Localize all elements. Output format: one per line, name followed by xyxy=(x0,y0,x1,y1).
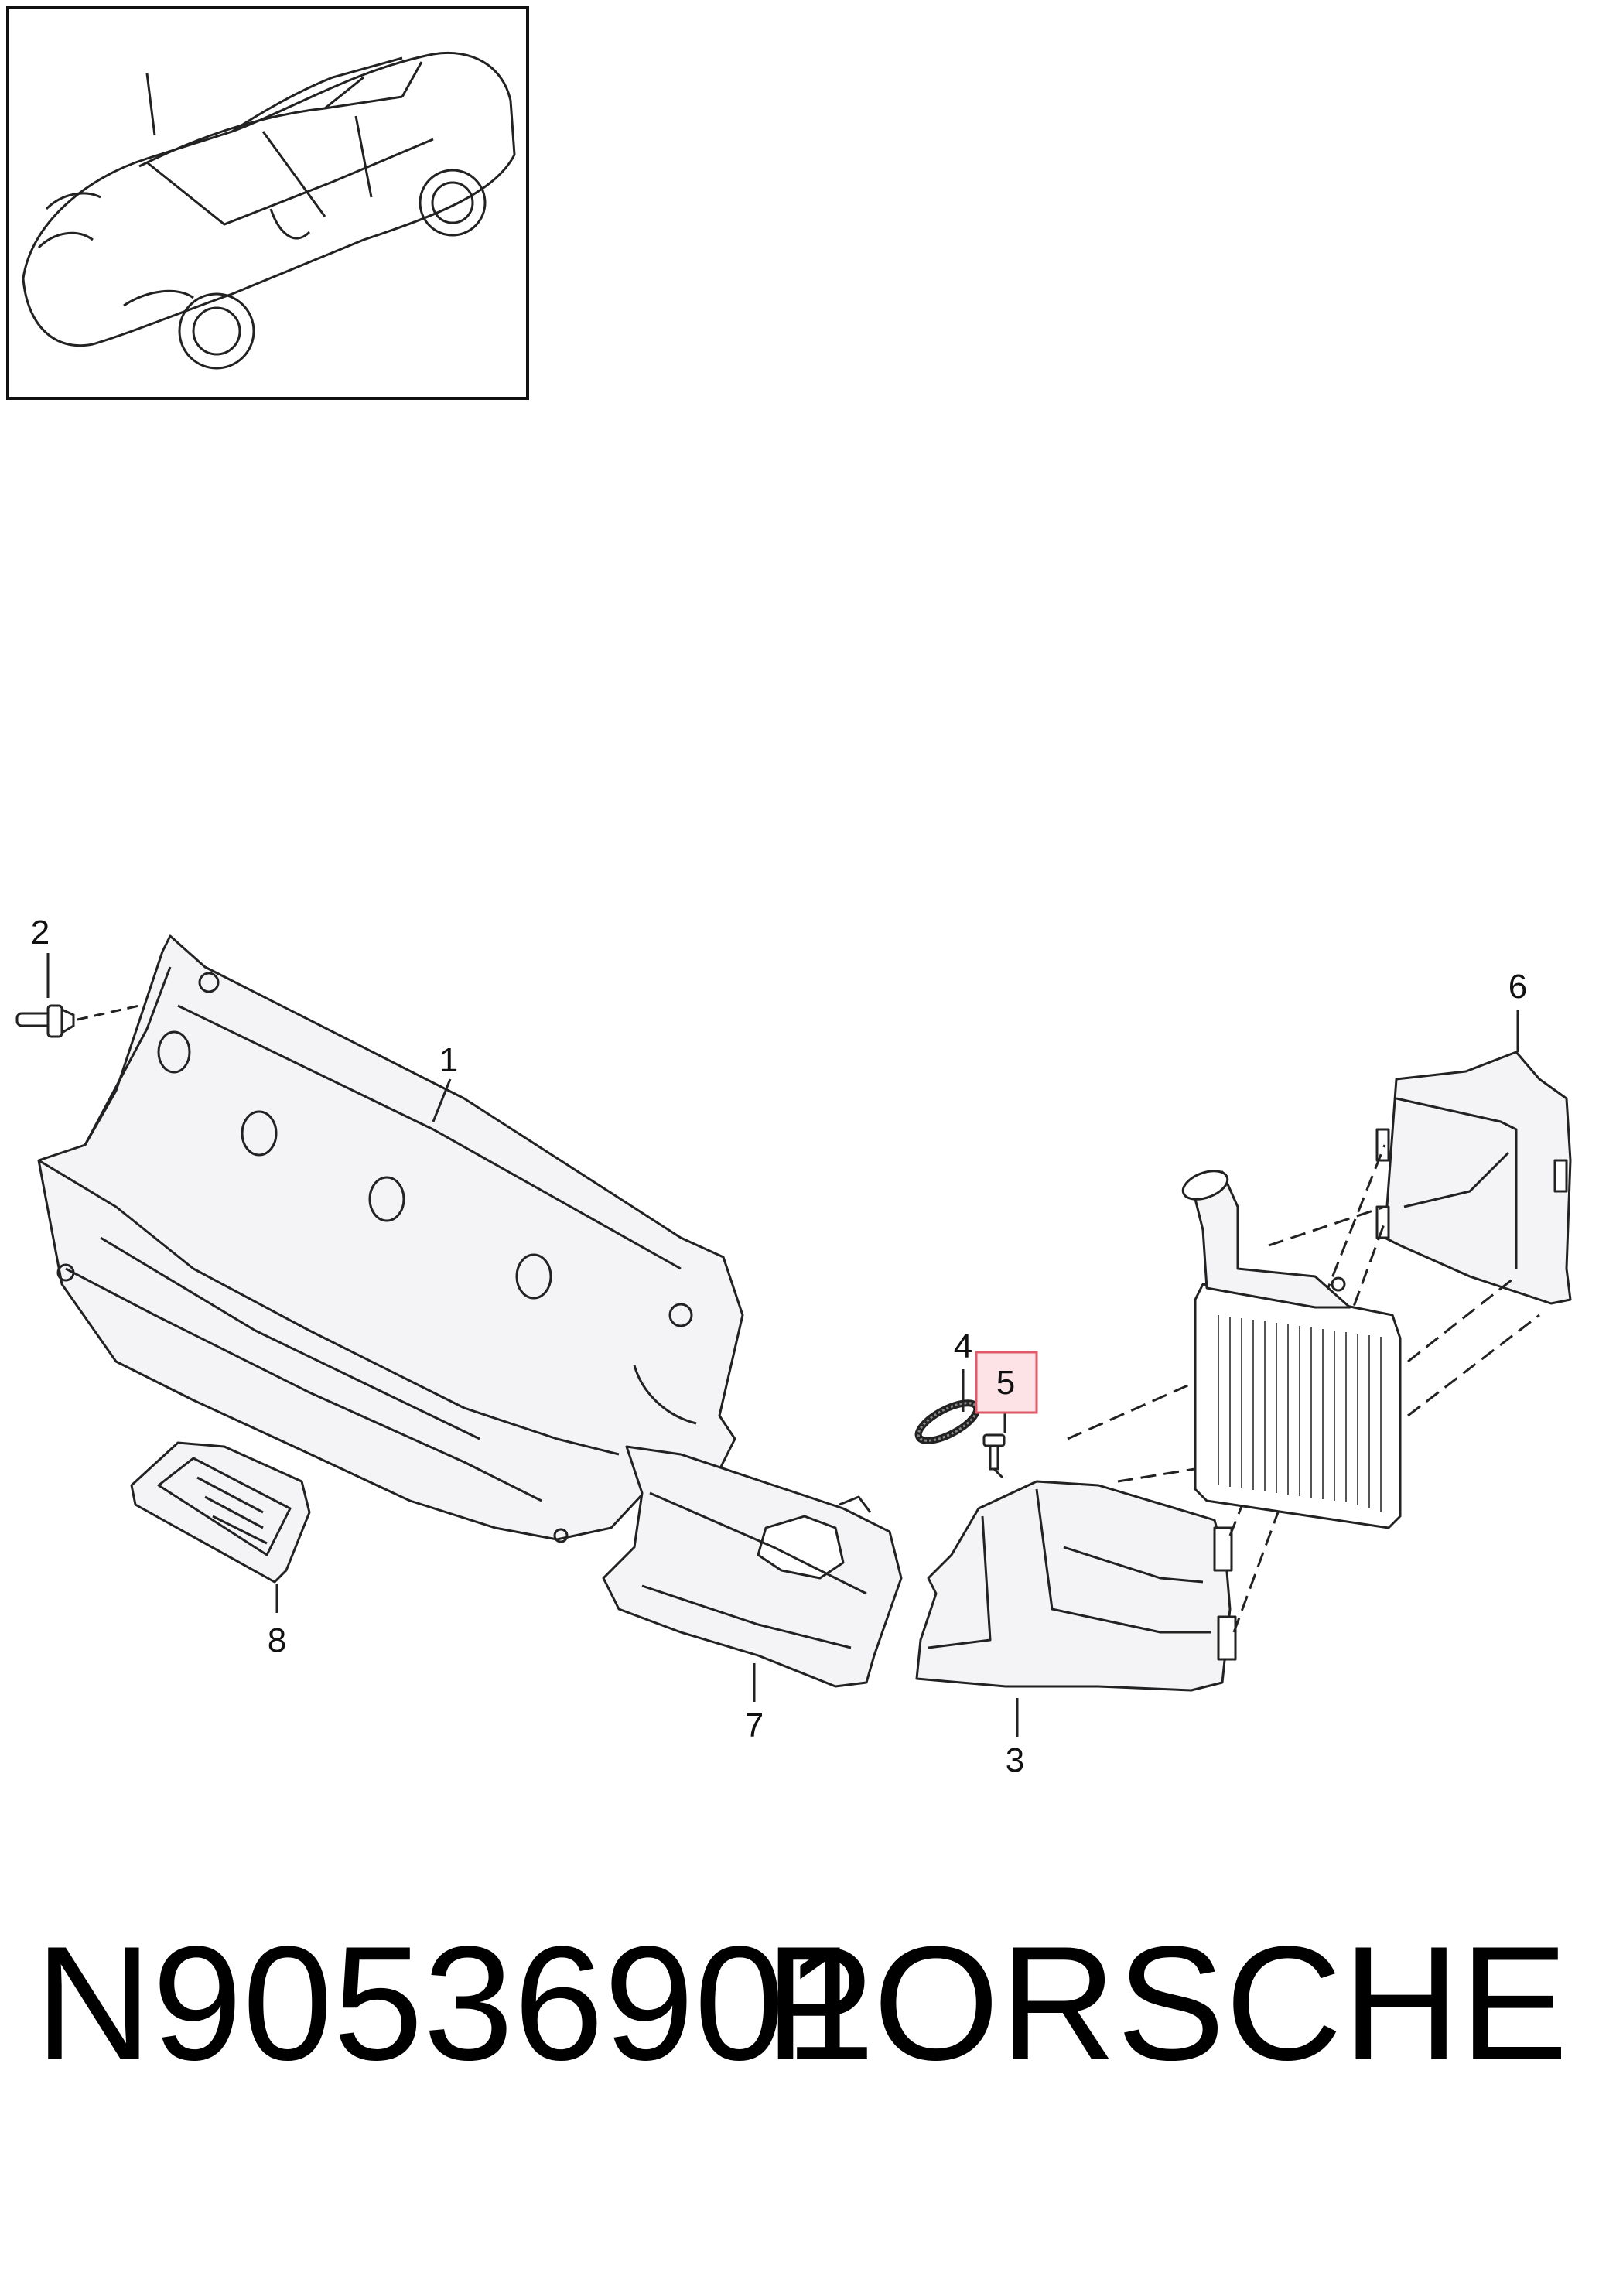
part-7-left-air-duct xyxy=(602,1445,903,1702)
part-1-shroud-panel xyxy=(37,934,744,1543)
car-illustration xyxy=(22,52,516,370)
vehicle-inset xyxy=(6,6,529,400)
callout-6: 6 xyxy=(1508,968,1527,1006)
part-3-right-air-duct xyxy=(915,1480,1237,1737)
callout-8: 8 xyxy=(268,1621,286,1659)
callout-5: 5 xyxy=(996,1364,1015,1402)
part-4-gasket-ring xyxy=(914,1369,981,1444)
callout-3: 3 xyxy=(1006,1741,1024,1779)
part-2-fastener xyxy=(15,1004,140,1038)
brand-name: PORSCHE xyxy=(764,1912,1568,2094)
callout-1: 1 xyxy=(439,1041,458,1079)
part-number: N90536901 xyxy=(35,1912,875,2094)
callout-4: 4 xyxy=(954,1327,972,1365)
part-8-clip xyxy=(130,1441,311,1613)
intercooler-fins xyxy=(1218,1315,1382,1512)
callout-2: 2 xyxy=(31,914,50,952)
callout-labels: 2 1 6 4 5 8 7 3 xyxy=(31,914,1527,1779)
callout-5-highlight: 5 xyxy=(975,1351,1038,1414)
part-caption: N90536901 PORSCHE xyxy=(0,1911,1599,2096)
callout-7: 7 xyxy=(745,1707,764,1744)
part-6-intercooler-assembly xyxy=(1067,1010,1572,1633)
